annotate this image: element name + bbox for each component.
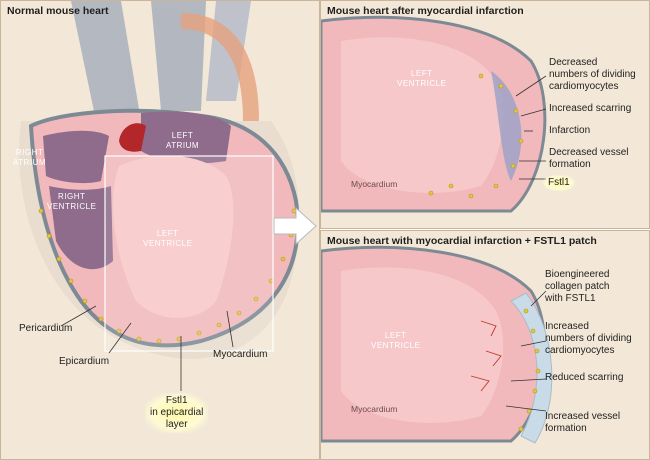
infarction-panel: Mouse heart after myocardial infarction … — [320, 0, 650, 229]
increased-scarring-label: Increased scarring — [549, 103, 632, 114]
arrow-right-icon — [273, 206, 317, 246]
myocardium-label-infarction: Myocardium — [351, 179, 398, 189]
epicardium-label: Epicardium — [59, 356, 110, 367]
patch-panel: Mouse heart with myocardial infarction +… — [320, 230, 650, 460]
decreased-dividing-label: Decreased numbers of dividing cardiomyoc… — [549, 57, 636, 92]
reduced-scarring-label: Reduced scarring — [545, 372, 624, 383]
panel-title-normal: Normal mouse heart — [7, 5, 109, 17]
right-ventricle-label: Right Ventricle — [47, 192, 97, 211]
fstl1-epicardial-label: Fstl1 in epicardial layer — [145, 393, 209, 433]
left-atrium-label: Left Atrium — [166, 131, 200, 150]
infarction-illustration — [321, 15, 547, 213]
decreased-vessel-label: Decreased vessel formation — [549, 147, 629, 170]
left-ventricle-label: Left Ventricle — [143, 229, 193, 248]
myocardium-label: Myocardium — [213, 349, 268, 360]
panel-title-infarction: Mouse heart after myocardial infarction — [327, 5, 524, 17]
panel-title-patch: Mouse heart with myocardial infarction +… — [327, 235, 597, 247]
collagen-patch-label: Bioengineered collagen patch with FSTL1 — [545, 269, 610, 304]
right-atrium-label: Right Atrium — [13, 148, 47, 167]
increased-dividing-label: Increased numbers of dividing cardiomyoc… — [545, 321, 632, 356]
fstl1-label-infarction: Fstl1 — [543, 175, 575, 191]
pericardium-label: Pericardium — [19, 323, 73, 334]
myocardium-label-patch: Myocardium — [351, 404, 398, 414]
normal-heart-panel: Normal mouse heart Right Atrium Right Ve… — [0, 0, 320, 460]
fstl1-dots — [38, 208, 297, 344]
left-ventricle-label-infarction: Left Ventricle — [397, 69, 447, 88]
patch-illustration — [321, 245, 553, 444]
increased-vessel-label: Increased vessel formation — [545, 411, 621, 434]
infarction-label: Infarction — [549, 125, 591, 136]
normal-heart-illustration — [19, 1, 300, 391]
left-ventricle-label-patch: Left Ventricle — [371, 331, 421, 350]
